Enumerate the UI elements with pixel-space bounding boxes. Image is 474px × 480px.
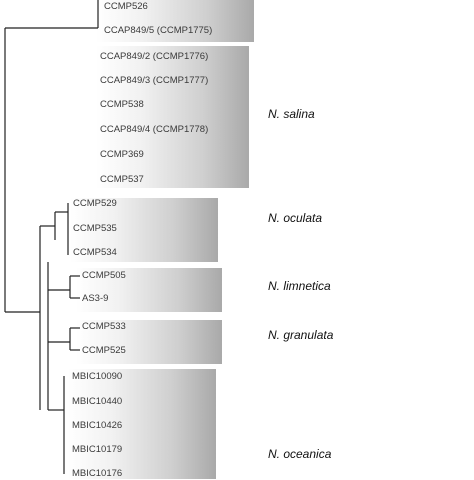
species-label-granulata: N. granulata <box>268 328 334 342</box>
leaf-ccmp533: CCMP533 <box>82 321 126 332</box>
species-label-salina: N. salina <box>268 107 315 121</box>
leaf-ccmp538: CCMP538 <box>100 99 144 110</box>
leaf-mbic10440: MBIC10440 <box>72 396 123 407</box>
leaf-ccmp534: CCMP534 <box>73 247 117 258</box>
clade-box-salina <box>96 46 249 188</box>
leaf-ccmp505: CCMP505 <box>82 270 126 281</box>
leaf-ccap849-3: CCAP849/3 (CCMP1777) <box>100 75 209 86</box>
leaf-ccmp537: CCMP537 <box>100 174 144 185</box>
clade-box-limnetica <box>76 268 222 312</box>
leaf-as3-9: AS3-9 <box>82 293 109 304</box>
clade-box-granulata <box>76 320 222 364</box>
leaf-ccmp525: CCMP525 <box>82 345 126 356</box>
leaf-ccap849-5: CCAP849/5 (CCMP1775) <box>104 25 213 36</box>
leaf-ccap849-2: CCAP849/2 (CCMP1776) <box>100 51 209 62</box>
leaf-ccmp369: CCMP369 <box>100 149 144 160</box>
leaf-ccmp529: CCMP529 <box>73 198 117 209</box>
clade-box-oculata <box>70 198 218 262</box>
species-label-oculata: N. oculata <box>268 211 323 225</box>
leaf-ccmp535: CCMP535 <box>73 223 117 234</box>
species-label-oceanica: N. oceanica <box>268 447 332 461</box>
leaf-mbic10426: MBIC10426 <box>72 420 123 431</box>
clade-box-oceanica <box>68 369 216 479</box>
clade-box-salina-top <box>96 0 254 42</box>
leaf-ccmp526: CCMP526 <box>104 1 148 12</box>
leaf-mbic10179: MBIC10179 <box>72 444 123 455</box>
species-label-limnetica: N. limnetica <box>268 279 331 293</box>
leaf-mbic10176: MBIC10176 <box>72 468 123 479</box>
leaf-ccap849-4: CCAP849/4 (CCMP1778) <box>100 124 209 135</box>
leaf-mbic10090: MBIC10090 <box>72 371 123 382</box>
